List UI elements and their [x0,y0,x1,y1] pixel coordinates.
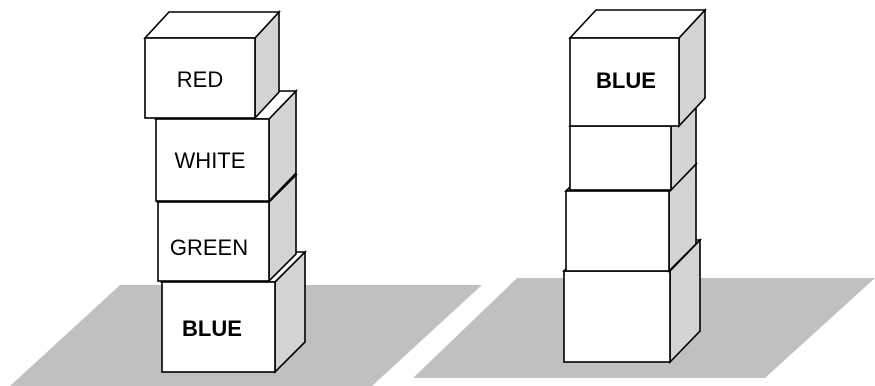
left-stack-block-1: RED [143,9,281,121]
left-block-2-label: WHITE [175,148,246,173]
right-stack-block-1: BLUE [568,7,707,129]
left-block-3-label: GREEN [170,235,248,260]
right-block-1-label: BLUE [596,68,656,93]
left-block-4-label: BLUE [182,316,242,341]
left-block-1-label: RED [177,67,223,92]
